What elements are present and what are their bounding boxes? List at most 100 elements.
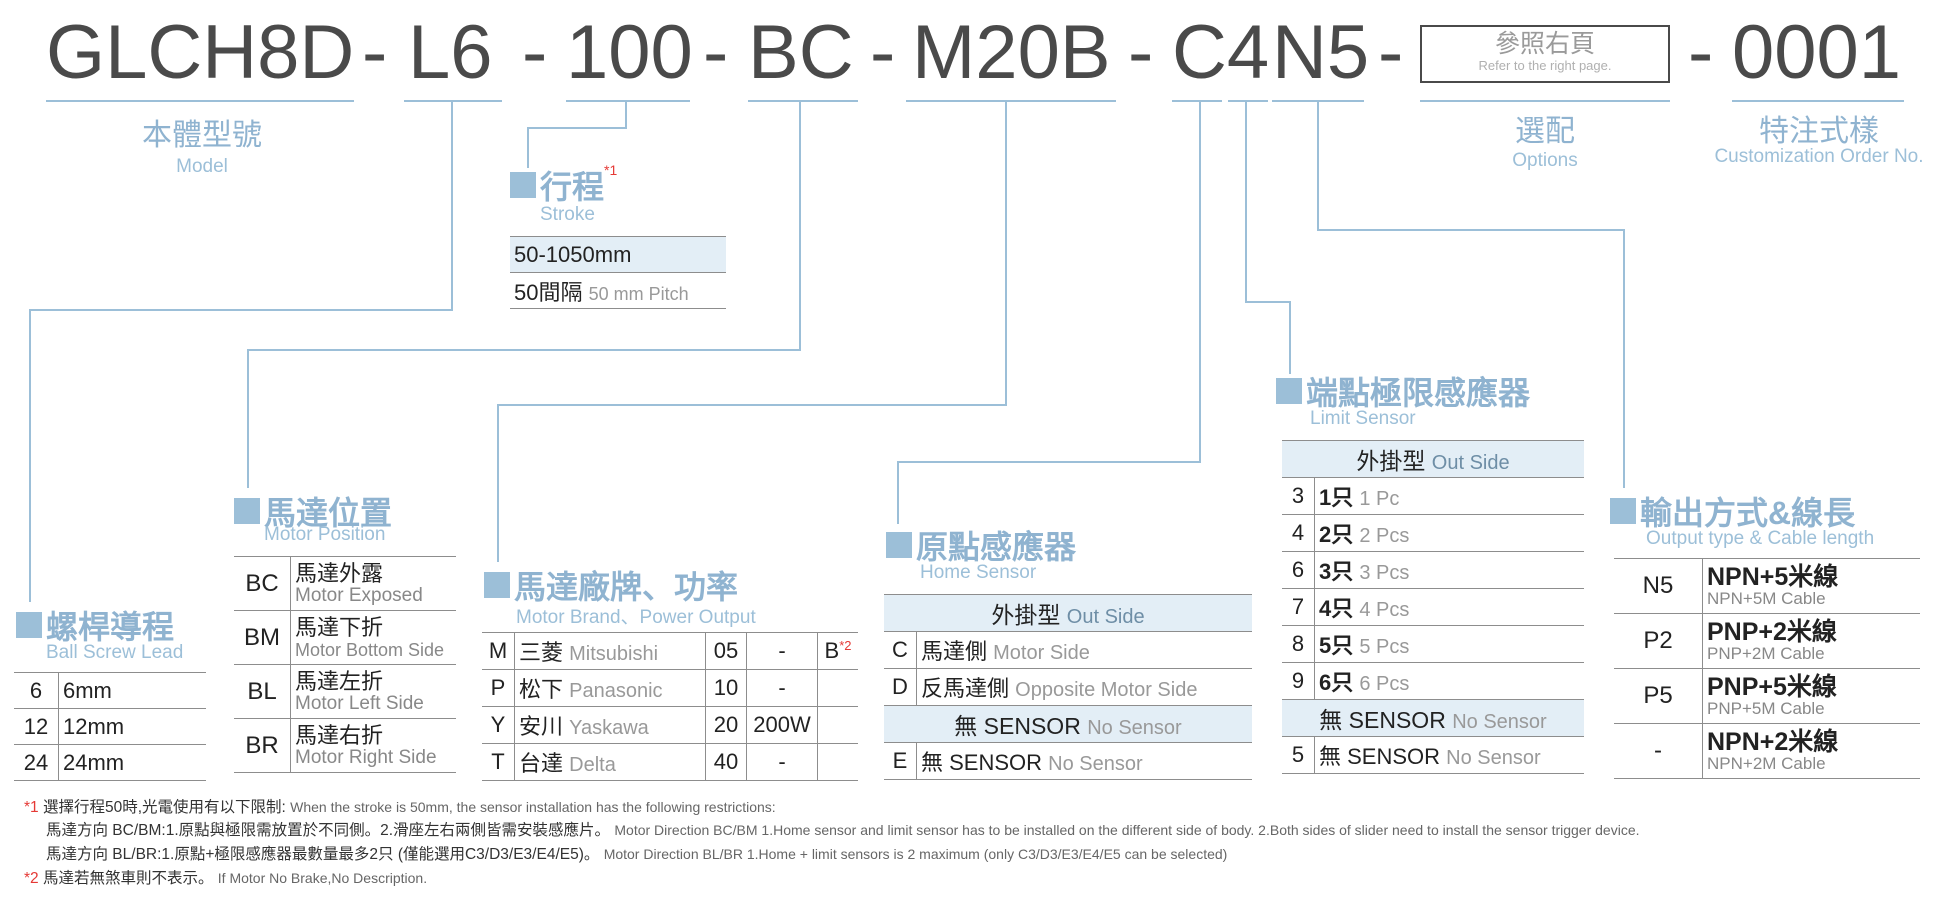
output-zh: PNP+2米線 xyxy=(1707,618,1837,646)
limit-sensor-table: 外掛型 Out Side 3 1只 1 Pc 4 2只 2 Pcs 6 3只 3… xyxy=(1282,440,1584,774)
connector-output xyxy=(1317,102,1625,488)
limit-sensor-en: 6 Pcs xyxy=(1359,673,1410,695)
home-sensor-nosensor-en: No Sensor xyxy=(1087,717,1182,739)
underline-motor-position xyxy=(748,100,858,102)
motor-brand-en: Panasonic xyxy=(569,680,663,702)
motor-position-title-en: Motor Position xyxy=(264,524,386,545)
table-row: 50-1050mm xyxy=(510,236,726,273)
output-title: 輸出方式&線長 xyxy=(1610,488,1855,534)
connector-limit xyxy=(1245,102,1291,374)
lead-code: 6 xyxy=(14,672,59,709)
motor-position-title: 馬達位置 xyxy=(234,488,392,534)
motor-brand-name: 安川 Yaskawa xyxy=(514,706,706,744)
code-stroke: 100 xyxy=(566,10,693,95)
motor-brand-name: 台達 Delta xyxy=(514,743,706,781)
motor-brand-zh: 安川 xyxy=(519,714,564,739)
limit-sensor-zh: 5只 xyxy=(1319,633,1354,658)
table-row: 8 5只 5 Pcs xyxy=(1282,625,1584,663)
options-box-zh: 參照右頁 xyxy=(1494,30,1595,58)
connector-lead xyxy=(29,102,453,602)
lead-code: 12 xyxy=(14,708,59,745)
caption-options-zh: 選配 xyxy=(1515,115,1575,148)
table-row: P 松下 Panasonic 10 - xyxy=(482,669,858,707)
code-motor: M20B xyxy=(912,10,1111,95)
table-row: M 三菱 Mitsubishi 05 - B*2 xyxy=(482,632,858,670)
table-row: 6 6mm xyxy=(14,672,206,709)
home-sensor-header-en: Out Side xyxy=(1066,606,1145,628)
output-title-zh: 輸出方式&線長 xyxy=(1640,495,1856,531)
motor-position-code: BC xyxy=(234,556,291,611)
motor-position-zh: 馬達右折 xyxy=(295,722,384,748)
motor-brand-power: - xyxy=(746,632,818,670)
motor-position-en: Motor Right Side xyxy=(295,746,437,768)
motor-brand-title: 馬達廠牌、功率 xyxy=(484,562,738,608)
caption-custom-zh: 特注式樣 xyxy=(1759,115,1879,148)
home-sensor-square-icon xyxy=(886,532,912,558)
code-dash: - xyxy=(1128,10,1154,95)
home-sensor-desc: 無 SENSOR No Sensor xyxy=(916,742,1252,780)
code-motor-position: BC xyxy=(748,10,854,95)
limit-sensor-title-en: Limit Sensor xyxy=(1310,408,1416,429)
limit-sensor-header-zh: 外掛型 xyxy=(1356,448,1426,474)
limit-sensor-zh: 4只 xyxy=(1319,596,1354,621)
motor-brand-table: M 三菱 Mitsubishi 05 - B*2 P 松下 Panasonic … xyxy=(482,632,858,781)
code-order: 0001 xyxy=(1732,10,1902,95)
home-sensor-en: Motor Side xyxy=(993,642,1090,664)
home-sensor-zh: 反馬達側 xyxy=(921,676,1010,701)
table-row: 24 24mm xyxy=(14,744,206,781)
note-1-en: When the stroke is 50mm, the sensor inst… xyxy=(290,799,776,815)
motor-brand-title-zh: 馬達廠牌、功率 xyxy=(514,569,739,605)
home-sensor-nosensor-zh: 無 SENSOR xyxy=(954,713,1081,739)
limit-sensor-en: 5 Pcs xyxy=(1359,636,1410,658)
motor-brand-code: T xyxy=(482,743,515,781)
underline-stroke xyxy=(566,100,690,102)
motor-brand-en: Yaskawa xyxy=(569,717,649,739)
motor-brand-code: Y xyxy=(482,706,515,744)
home-sensor-title: 原點感應器 xyxy=(886,522,1076,568)
stroke-pitch-zh: 50間隔 xyxy=(514,279,583,305)
motor-brand-brake xyxy=(817,706,858,744)
output-code: N5 xyxy=(1614,558,1703,614)
limit-sensor-zh: 6只 xyxy=(1319,670,1354,695)
motor-position-zh: 馬達外露 xyxy=(295,560,384,586)
table-row: T 台達 Delta 40 - xyxy=(482,743,858,781)
motor-brand-zh: 台達 xyxy=(519,751,564,776)
motor-brand-title-en: Motor Brand、Power Output xyxy=(516,607,756,628)
output-zh: NPN+5米線 xyxy=(1707,563,1839,591)
motor-brand-power: - xyxy=(746,669,818,707)
lead-table: 6 6mm 12 12mm 24 24mm xyxy=(14,672,206,781)
motor-brand-en: Mitsubishi xyxy=(569,643,659,665)
limit-sensor-zh: 1只 xyxy=(1319,485,1354,510)
motor-brand-en: Delta xyxy=(569,754,616,776)
underline-limit xyxy=(1228,100,1268,102)
limit-sensor-zh: 無 SENSOR xyxy=(1319,744,1441,769)
motor-brand-power: 200W xyxy=(746,706,818,744)
limit-sensor-code: 7 xyxy=(1282,588,1315,626)
output-code: P5 xyxy=(1614,668,1703,724)
note-1-mark: *1 xyxy=(24,799,39,816)
lead-value: 6mm xyxy=(58,672,206,709)
output-zh: NPN+2米線 xyxy=(1707,728,1839,756)
note-1b: 馬達方向 BL/BR:1.原點+極限感應器最數量最多2只 (僅能選用C3/D3/… xyxy=(46,842,1227,864)
underline-lead xyxy=(404,100,502,102)
limit-sensor-desc: 無 SENSOR No Sensor xyxy=(1314,736,1584,774)
lead-title-zh: 螺桿導程 xyxy=(46,609,175,645)
lead-value: 12mm xyxy=(58,708,206,745)
connector-motor xyxy=(497,102,1007,562)
home-sensor-desc: 反馬達側 Opposite Motor Side xyxy=(916,668,1252,706)
limit-sensor-header-en: Out Side xyxy=(1431,452,1510,474)
home-sensor-code: D xyxy=(884,668,917,706)
caption-model-en: Model xyxy=(176,156,228,177)
limit-sensor-en: 3 Pcs xyxy=(1359,562,1410,584)
